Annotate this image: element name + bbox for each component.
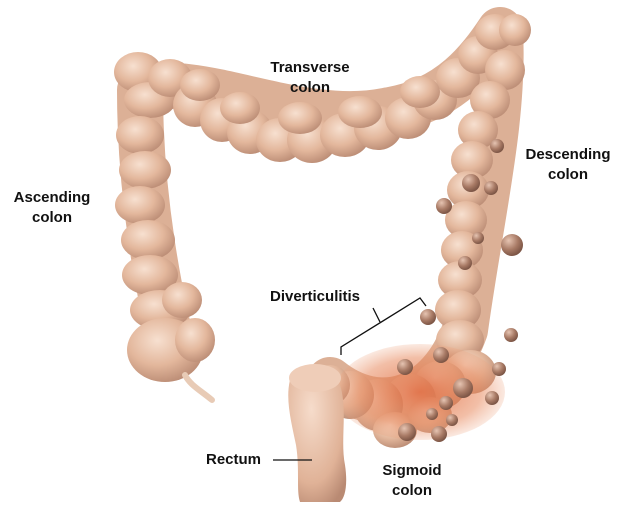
label-diverticulitis-text: Diverticulitis	[270, 288, 361, 305]
label-transverse-colon: Transverse colon	[255, 58, 365, 98]
label-ascending-line2: colon	[32, 209, 72, 226]
ascending-colon	[114, 52, 215, 382]
label-sigmoid-line1: Sigmoid	[382, 462, 442, 479]
label-transverse-line1: Transverse	[270, 59, 350, 76]
rectum	[288, 364, 347, 502]
label-transverse-line2: colon	[290, 79, 330, 96]
label-descending-line1: Descending	[525, 146, 611, 163]
appendix	[182, 372, 215, 403]
diverticulitis-bracket	[340, 297, 427, 355]
label-descending-colon: Descending colon	[515, 145, 621, 185]
label-sigmoid-colon: Sigmoid colon	[362, 461, 462, 501]
label-descending-line2: colon	[548, 166, 588, 183]
label-rectum-text: Rectum	[206, 451, 262, 468]
label-sigmoid-line2: colon	[392, 482, 432, 499]
label-rectum: Rectum	[206, 450, 270, 470]
label-ascending-line1: Ascending	[13, 189, 91, 206]
inflammation-area	[335, 344, 505, 440]
diverticula	[397, 139, 523, 442]
label-ascending-colon: Ascending colon	[4, 188, 100, 228]
diverticulitis-leader	[372, 307, 381, 323]
label-diverticulitis: Diverticulitis	[270, 287, 376, 307]
transverse-colon	[148, 14, 531, 163]
